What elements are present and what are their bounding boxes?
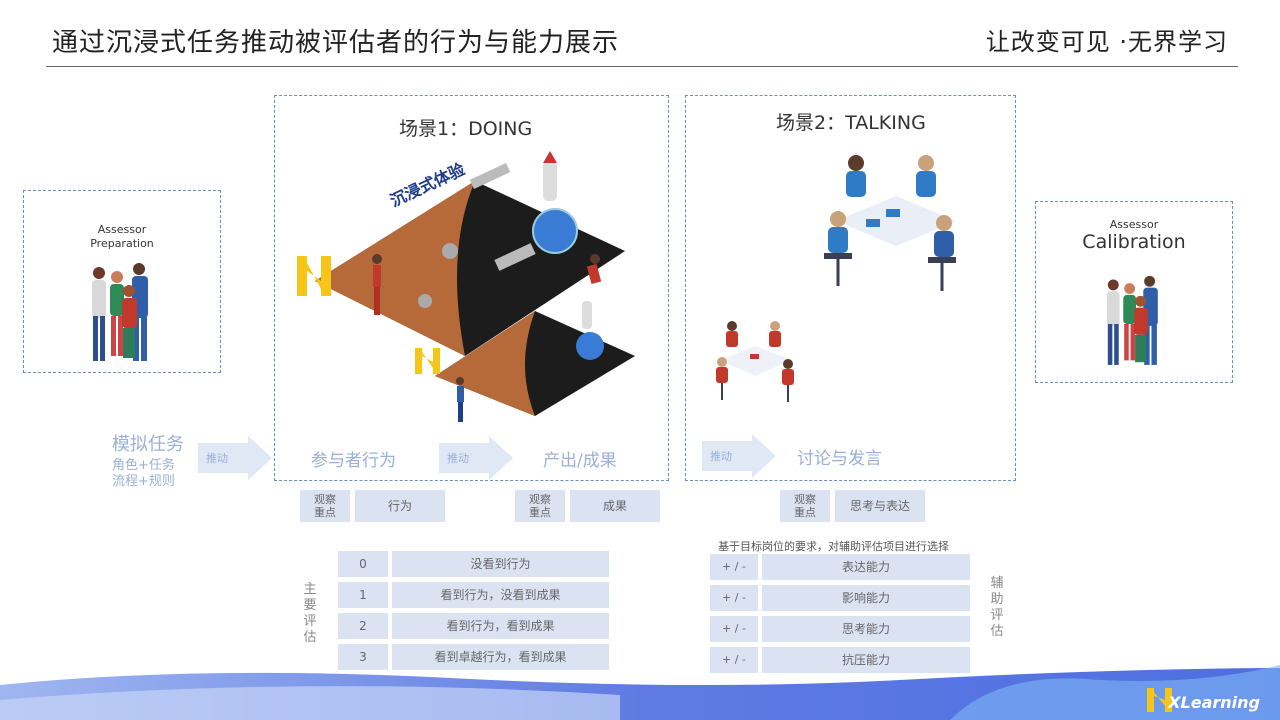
primary-assessment-label: 主要评估 <box>303 582 317 645</box>
aux-text-3: 抗压能力 <box>762 647 970 673</box>
assessor-group-illustration <box>1106 275 1158 365</box>
meeting-discussion-illustration <box>824 155 956 291</box>
prep-label-line2: Preparation <box>90 237 154 250</box>
primary-text-0: 没看到行为 <box>392 551 609 577</box>
aux-mark-3: + / - <box>710 647 758 673</box>
aux-assessment-label: 辅助评估 <box>990 576 1004 639</box>
primary-score-2: 2 <box>338 613 388 639</box>
assessor-group-illustration <box>92 263 148 361</box>
scene1-doing-box: 场景1：DOING 沉浸式体验 参与者行为 推动 产出 <box>274 95 669 481</box>
aux-assessment-caption: 基于目标岗位的要求，对辅助评估项目进行选择 <box>718 540 949 553</box>
push-arrow-task-to-scene: 推动 <box>198 436 272 480</box>
discussion-speech-label: 讨论与发言 <box>797 449 882 469</box>
push-arrow-behavior-to-output: 推动 <box>439 436 513 480</box>
assessor-preparation-box: Assessor Preparation <box>23 190 221 373</box>
primary-text-1: 看到行为，没看到成果 <box>392 582 609 608</box>
xl-logo-small <box>415 348 440 374</box>
meeting-small-illustration <box>716 321 794 402</box>
aux-mark-2: + / - <box>710 616 758 642</box>
calib-label-line1: Assessor <box>1109 218 1159 231</box>
push-arrow-label: 推动 <box>439 443 489 473</box>
primary-score-1: 1 <box>338 582 388 608</box>
push-arrow-label: 推动 <box>198 443 248 473</box>
aux-text-0: 表达能力 <box>762 554 970 580</box>
prep-label-line1: Assessor <box>97 223 147 236</box>
primary-text-3: 看到卓越行为，看到成果 <box>392 644 609 670</box>
xlearning-logo-icon <box>1147 688 1172 712</box>
immersive-experience-illustration: 沉浸式体验 <box>297 151 625 356</box>
push-arrow-discussion: 推动 <box>702 434 776 478</box>
page-title: 通过沉浸式任务推动被评估者的行为与能力展示 <box>52 28 620 58</box>
observation-focus-label: 观察 重点 <box>300 490 350 522</box>
aux-text-1: 影响能力 <box>762 585 970 611</box>
immersive-experience-small-illustration <box>435 301 635 422</box>
brand-slogan: 让改变可见 ·无界学习 <box>985 28 1228 56</box>
primary-score-3: 3 <box>338 644 388 670</box>
focus-behavior: 行为 <box>355 490 445 522</box>
scene1-title: 场景1：DOING <box>399 118 533 140</box>
focus-result: 成果 <box>570 490 660 522</box>
observation-focus-label: 观察 重点 <box>780 490 830 522</box>
aux-mark-1: + / - <box>710 585 758 611</box>
simulated-task-sub1: 角色+任务 <box>112 458 175 473</box>
simulated-task-title: 模拟任务 <box>112 434 184 455</box>
primary-score-0: 0 <box>338 551 388 577</box>
focus-thinking-expression: 思考与表达 <box>835 490 925 522</box>
observation-focus-label: 观察 重点 <box>515 490 565 522</box>
push-arrow-label: 推动 <box>702 441 752 471</box>
assessor-calibration-box: Assessor Calibration <box>1035 201 1233 383</box>
scene2-title: 场景2：TALKING <box>776 112 926 134</box>
participant-behavior-label: 参与者行为 <box>311 451 396 471</box>
aux-text-2: 思考能力 <box>762 616 970 642</box>
footer-wave-decoration <box>0 665 1280 720</box>
primary-text-2: 看到行为，看到成果 <box>392 613 609 639</box>
scene2-talking-box: 场景2：TALKING 推动 讨论与发言 <box>685 95 1016 481</box>
output-result-label: 产出/成果 <box>543 451 617 471</box>
title-divider <box>46 66 1238 67</box>
xlearning-logo-text: XLearning <box>1168 693 1260 712</box>
calib-label-line2: Calibration <box>1082 231 1186 253</box>
simulated-task-sub2: 流程+规则 <box>112 474 175 489</box>
aux-mark-0: + / - <box>710 554 758 580</box>
